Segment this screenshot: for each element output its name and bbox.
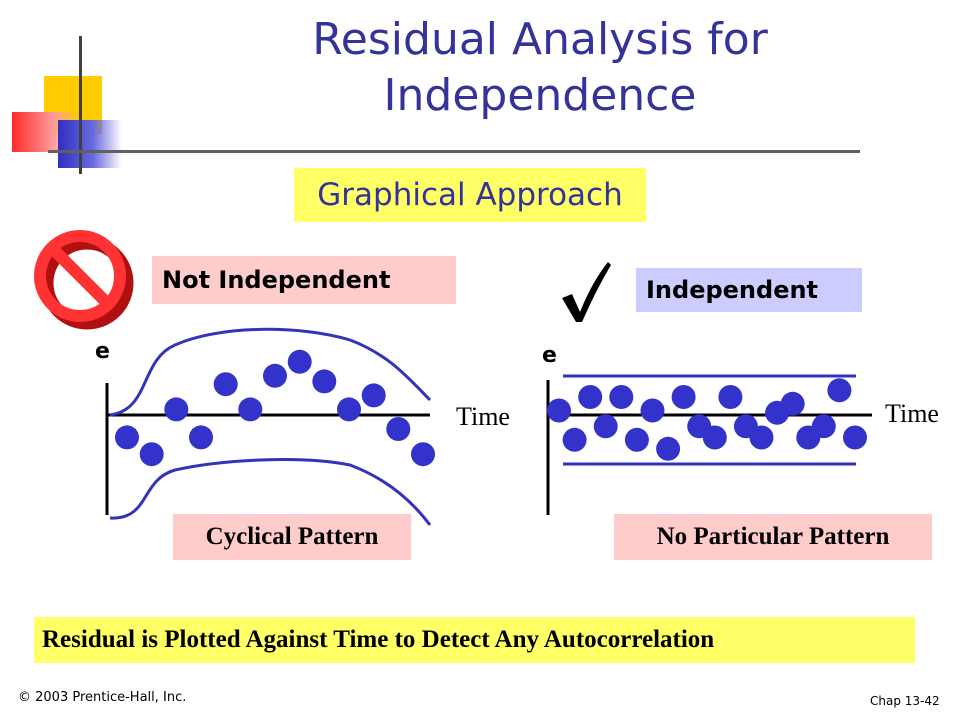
right-data-point-12 [718,385,743,409]
left-x-axis-label: Time [456,402,510,431]
left-data-point-1 [115,425,139,450]
right-data-point-9 [671,385,696,409]
left-y-axis-label: e [95,339,110,364]
right-data-point-19 [827,378,852,403]
decorative-vertical-line [79,36,82,174]
right-data-point-14 [749,425,774,450]
no-pattern-caption: No Particular Pattern [614,514,932,560]
right-data-point-18 [811,414,836,439]
left-data-point-6 [238,397,263,422]
left-upper-envelope [109,327,432,417]
right-data-point-1 [547,398,571,423]
slide-reference: Chap 13-42 [870,694,940,708]
right-data-point-6 [624,427,649,452]
not-independent-label: Not Independent [152,256,456,304]
independent-label: Independent [636,268,862,312]
left-data-point-13 [411,442,435,467]
left-data-point-3 [164,397,189,422]
slide-title: Residual Analysis for Independence [312,14,768,121]
right-data-point-16 [780,391,805,416]
left-data-point-11 [361,383,386,408]
left-data-point-5 [213,372,238,397]
subtitle-box: Graphical Approach [294,168,646,222]
right-data-point-20 [843,425,867,450]
left-data-point-10 [337,397,361,422]
prohibited-icon [34,230,134,330]
left-scatter-plot: e Time [95,327,510,526]
checkmark-icon [562,262,611,322]
right-data-point-5 [609,385,634,409]
left-data-point-8 [287,349,312,374]
left-data-point-12 [386,417,411,441]
right-data-point-4 [593,414,618,439]
left-data-point-7 [263,363,287,388]
left-lower-envelope [109,458,432,526]
right-scatter-plot: e Time [542,343,939,515]
left-data-point-9 [312,369,337,394]
right-data-point-11 [702,425,727,450]
right-x-axis-label: Time [885,399,939,428]
footer-statement: Residual is Plotted Against Time to Dete… [34,617,915,663]
left-data-point-4 [189,425,213,450]
right-data-point-2 [562,427,587,452]
left-data-point-2 [139,442,164,467]
right-data-point-3 [578,385,603,409]
title-underline [48,150,860,153]
copyright-text: © 2003 Prentice-Hall, Inc. [18,690,187,705]
decorative-blue-square [58,120,122,168]
cyclical-pattern-caption: Cyclical Pattern [173,514,411,560]
right-data-point-8 [656,436,681,461]
right-y-axis-label: e [542,343,557,368]
right-data-point-7 [640,398,665,423]
